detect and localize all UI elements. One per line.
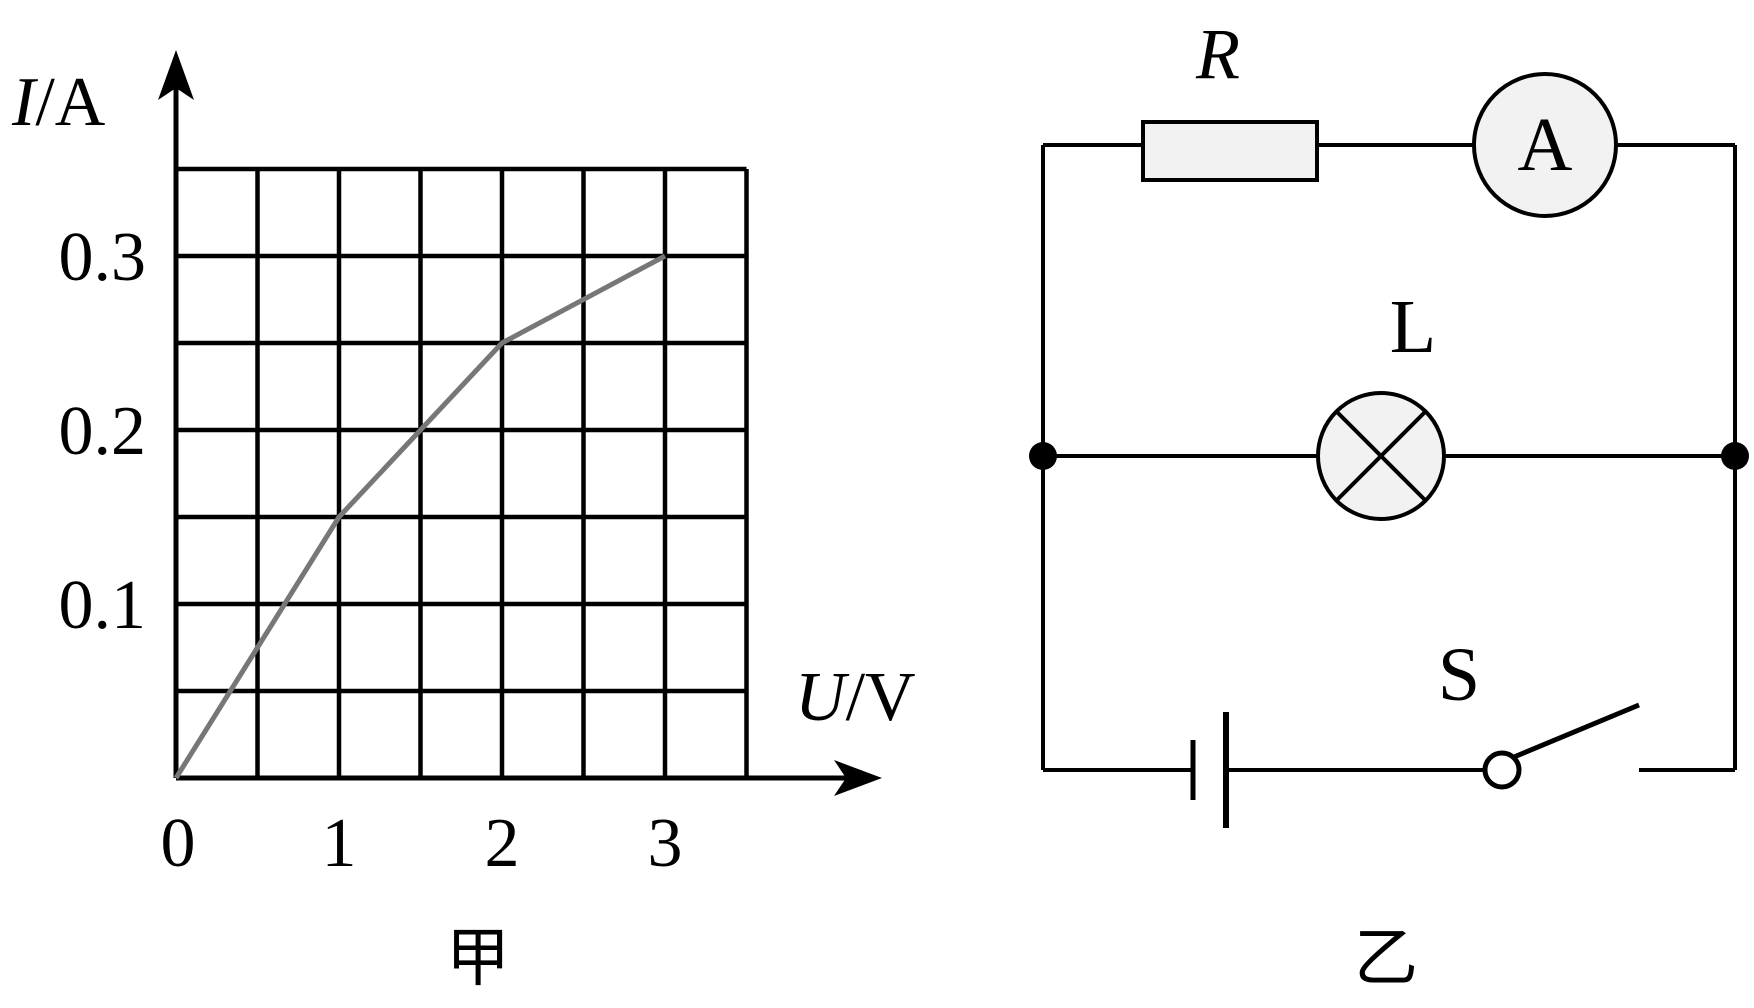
caption-yi: 乙 [1354, 923, 1418, 994]
switch-label: S [1438, 633, 1480, 717]
y-axis-var: I [11, 64, 39, 141]
junction-left [1029, 442, 1057, 470]
iu-graph: I/A U/V 0 1 2 3 0.1 0.2 0.3 甲 [11, 50, 916, 994]
resistor-label: R [1195, 14, 1240, 94]
x-axis-unit: /V [846, 659, 916, 736]
y-tick-labels: 0.1 0.2 0.3 [59, 219, 147, 644]
x-axis-arrow [834, 760, 882, 796]
x-tick-labels: 1 2 3 [322, 805, 683, 882]
circuit-diagram: R A L S 乙 [1029, 14, 1749, 994]
y-tick-label: 0.3 [59, 219, 147, 296]
resistor [1141, 120, 1319, 182]
graph-grid [176, 166, 749, 778]
switch-pivot [1482, 750, 1522, 790]
y-axis-label: I/A [11, 64, 106, 141]
y-axis-unit: /A [35, 64, 105, 141]
y-tick-label: 0.1 [59, 567, 147, 644]
ammeter-label: A [1518, 103, 1573, 187]
origin-label: 0 [161, 805, 196, 882]
x-tick-label: 1 [322, 805, 357, 882]
switch-blade [1513, 702, 1640, 760]
lamp-cross-2 [1334, 409, 1428, 503]
x-tick-label: 2 [485, 805, 520, 882]
caption-jia: 甲 [446, 923, 510, 994]
y-tick-label: 0.2 [59, 393, 147, 470]
x-axis-var: U [795, 659, 850, 736]
x-axis-label: U/V [795, 659, 916, 736]
x-tick-label: 3 [648, 805, 683, 882]
y-axis-arrow [158, 50, 194, 100]
junction-right [1721, 442, 1749, 470]
lamp-label: L [1390, 285, 1436, 369]
iu-curve [173, 253, 667, 780]
